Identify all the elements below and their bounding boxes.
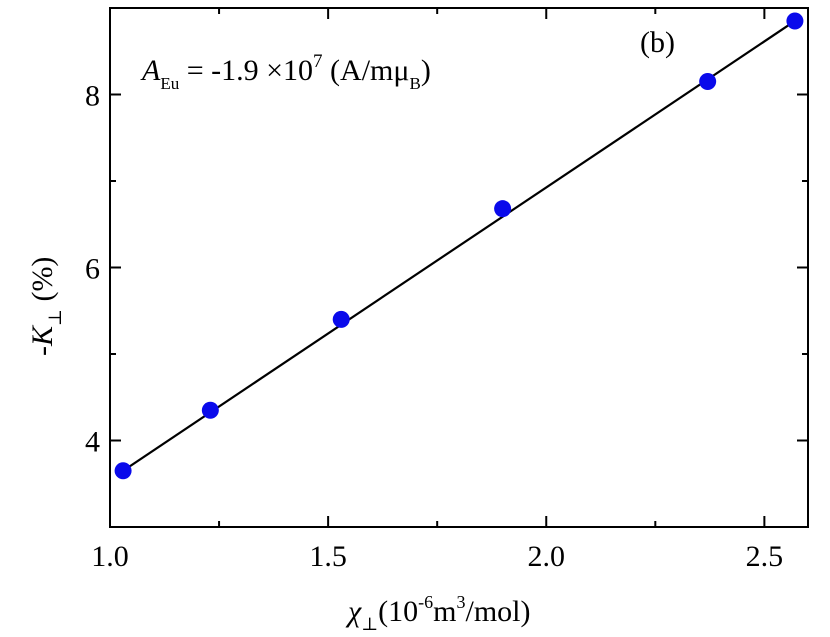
x-tick-label: 2.5 [746,540,784,573]
y-tick-label: 4 [85,426,100,459]
annotation-unit: (A/mμ [323,54,410,87]
x-tick-labels: 1.0 1.5 2.0 2.5 [91,540,783,573]
x-label-exp2: 3 [456,592,465,612]
panel-label: (b) [640,26,675,59]
x-label-symbol: χ [345,595,362,628]
y-label-symbol: K [26,324,59,347]
annotation-unit-sub: B [409,74,420,93]
plot-frame [109,7,809,528]
annotation-value: = -1.9 ×10 [179,54,313,87]
fit-line [122,20,796,472]
data-point [114,462,132,480]
x-label-tail: /mol) [465,595,530,628]
annotation-exponent: 7 [313,51,323,72]
data-point [332,310,350,328]
x-tick-label: 1.0 [91,540,129,573]
x-axis-label: χ⊥(10-6m3/mol) [345,592,530,634]
points-layer [114,12,804,480]
x-tick-label: 2.0 [528,540,566,573]
x-label-middle: m [433,595,456,628]
data-point [201,401,219,419]
fit-line-layer [122,20,796,472]
annotation-symbol: A [140,54,161,87]
y-label-symbol-sub: ⊥ [45,309,65,326]
y-label-unit: (%) [26,257,59,309]
y-tick-label: 8 [85,80,100,113]
data-point [699,73,717,91]
annotation-symbol-sub: Eu [160,74,179,93]
y-tick-labels: 4 6 8 [85,80,100,459]
x-label-symbol-sub: ⊥ [361,614,378,634]
y-label-prefix: - [26,346,59,356]
data-point [494,200,512,218]
y-tick-label: 6 [85,253,100,286]
data-point [786,12,804,30]
x-label-paren: (10 [378,595,418,628]
annotation: AEu = -1.9 ×107 (A/mμB) [140,51,431,93]
x-tick-label: 1.5 [309,540,347,573]
x-label-exp1: -6 [418,592,433,612]
y-axis-label: -K⊥ (%) [26,257,65,356]
annotation-unit-close: ) [421,54,431,87]
